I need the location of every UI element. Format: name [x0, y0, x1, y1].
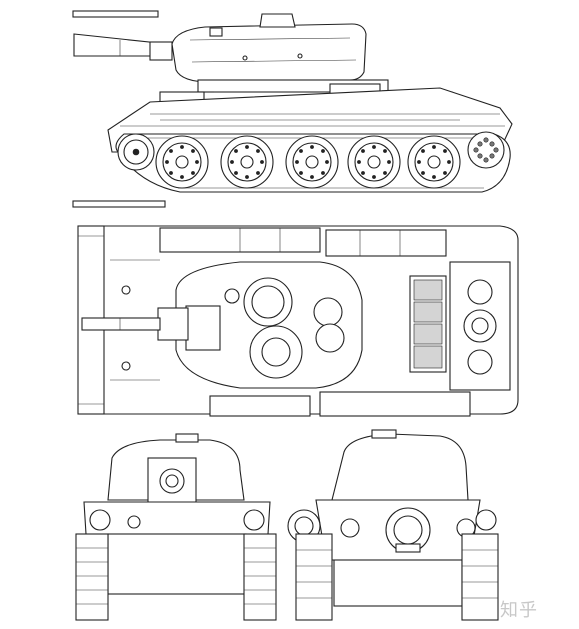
turret-rear	[331, 433, 469, 501]
track-rear-left	[295, 533, 333, 621]
top-view	[72, 200, 519, 417]
drive-sprocket	[117, 133, 155, 171]
road-wheel	[155, 135, 209, 189]
track-front-left	[75, 533, 109, 621]
gun-barrel-side	[73, 33, 173, 61]
hatch	[249, 325, 303, 379]
rear-view	[287, 429, 499, 621]
rear-plate-tag	[395, 543, 421, 553]
road-wheel	[220, 135, 274, 189]
engine-grille	[409, 275, 447, 373]
track-front-right	[243, 533, 277, 621]
road-wheel	[407, 135, 461, 189]
road-wheel	[347, 135, 401, 189]
front-view	[75, 433, 277, 621]
road-wheel	[285, 135, 339, 189]
fuel-drum-right	[475, 509, 497, 531]
lower-hull-front	[107, 533, 247, 595]
scale-bar-top	[72, 200, 166, 208]
gun-barrel-top	[81, 307, 189, 341]
commander-cupola	[243, 277, 293, 327]
glacis-front	[83, 501, 271, 535]
track-rear-right	[461, 533, 499, 621]
watermark-text: 知乎	[500, 600, 538, 621]
turret-top	[175, 261, 363, 389]
rear-deck	[449, 261, 511, 391]
scale-bar-side	[72, 10, 159, 18]
fender-stowage-top	[159, 227, 471, 417]
idler-wheel	[467, 131, 505, 169]
turret-side	[171, 13, 367, 83]
road-wheels	[155, 135, 461, 189]
side-view	[72, 10, 513, 193]
